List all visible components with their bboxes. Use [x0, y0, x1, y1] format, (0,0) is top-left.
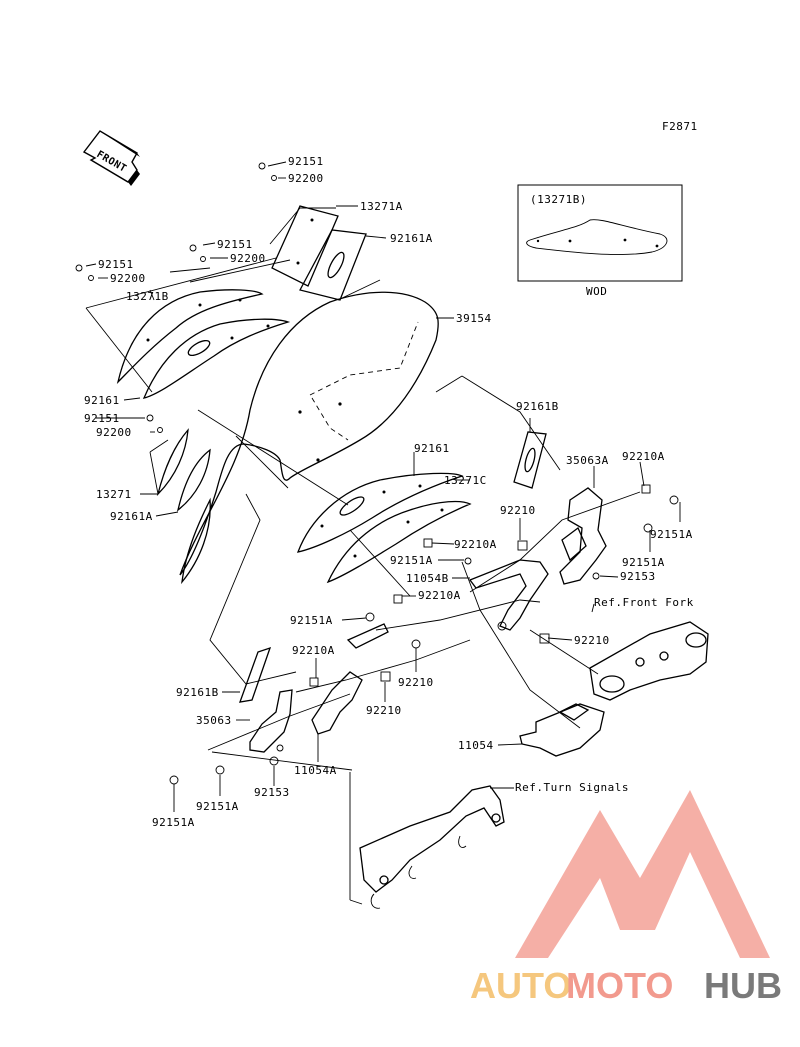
label-11054B: 11054B — [406, 572, 449, 585]
bracket-35063A — [513, 431, 607, 585]
label-92161: 92161 — [84, 394, 120, 407]
label-92200: 92200 — [110, 272, 146, 285]
label-92151A: 92151A — [290, 614, 333, 627]
label-92161B: 92161B — [176, 686, 219, 699]
panel-13271C — [296, 472, 472, 584]
label-92210: 92210 — [500, 504, 536, 517]
label-92200: 92200 — [230, 252, 266, 265]
stay-11054B — [468, 559, 549, 631]
front-arrow-icon: FRONT — [82, 130, 140, 186]
watermark-logo — [515, 790, 770, 958]
label-92210A: 92210A — [454, 538, 497, 551]
watermark-moto: MOTO — [566, 965, 673, 1006]
label-11054A: 11054A — [294, 764, 337, 777]
hardware-fasteners — [75, 162, 679, 785]
turn-signal-bracket — [359, 785, 505, 909]
assembly-lines — [85, 207, 641, 905]
inset-caption: WOD — [586, 285, 607, 298]
label-92161: 92161 — [414, 442, 450, 455]
stay-11054A — [311, 623, 389, 735]
label-92153: 92153 — [620, 570, 656, 583]
label-92161A: 92161A — [390, 232, 433, 245]
watermark-auto: AUTO — [470, 965, 571, 1006]
label-92200: 92200 — [288, 172, 324, 185]
figure-code: F2871 — [662, 120, 698, 133]
label-39154: 39154 — [456, 312, 492, 325]
label-92151A: 92151A — [622, 556, 665, 569]
windshield-39154 — [179, 291, 439, 576]
ref-front-fork: Ref.Front Fork — [594, 596, 694, 609]
label-92161B: 92161B — [516, 400, 559, 413]
panel-13271 — [156, 428, 211, 585]
part-labels: 92151 92200 13271A 92161A 92151 92200 92… — [84, 155, 693, 829]
label-92161A: 92161A — [110, 510, 153, 523]
label-92210A: 92210A — [418, 589, 461, 602]
panel-13271A — [271, 205, 367, 301]
label-11054: 11054 — [458, 739, 494, 752]
label-92151: 92151 — [84, 412, 120, 425]
label-92210: 92210 — [398, 676, 434, 689]
label-92151A: 92151A — [152, 816, 195, 829]
ref-turn-signals: Ref.Turn Signals — [515, 781, 629, 794]
label-92151A: 92151A — [650, 528, 693, 541]
label-35063: 35063 — [196, 714, 232, 727]
inset-13271B: (13271B) WOD — [517, 184, 683, 298]
label-92151A: 92151A — [390, 554, 433, 567]
stay-11054 — [519, 703, 605, 757]
label-13271B: 13271B — [126, 290, 169, 303]
panel-13271B — [116, 289, 291, 399]
label-13271A: 13271A — [360, 200, 403, 213]
watermark-text: AUTO MOTO HUB — [470, 965, 782, 1006]
bracket-35063 — [239, 646, 293, 753]
label-92210A: 92210A — [622, 450, 665, 463]
label-92210: 92210 — [574, 634, 610, 647]
front-fork-clamp — [589, 621, 709, 701]
label-92151: 92151 — [98, 258, 134, 271]
watermark-hub: HUB — [704, 965, 782, 1006]
label-92153: 92153 — [254, 786, 290, 799]
label-92151A: 92151A — [196, 800, 239, 813]
leader-lines — [85, 161, 681, 812]
label-92210: 92210 — [366, 704, 402, 717]
label-92151: 92151 — [217, 238, 253, 251]
inset-title: (13271B) — [530, 193, 587, 206]
label-13271C: 13271C — [444, 474, 487, 487]
label-92210A: 92210A — [292, 644, 335, 657]
label-35063A: 35063A — [566, 454, 609, 467]
label-92151: 92151 — [288, 155, 324, 168]
label-13271: 13271 — [96, 488, 132, 501]
label-92200: 92200 — [96, 426, 132, 439]
